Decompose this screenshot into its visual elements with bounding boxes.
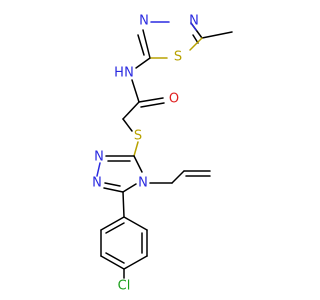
atom-thioether-s: S <box>134 129 142 144</box>
bond-n1-c5-double <box>104 182 121 187</box>
atom-chlorine: Cl <box>118 279 131 294</box>
bond-n4-c3 <box>133 155 143 173</box>
bond-ph-6b <box>105 222 125 234</box>
bond-c5-phenyl <box>122 191 125 218</box>
bond-allyl-ch <box>171 170 185 184</box>
atom-amide-n: N <box>124 66 134 81</box>
bond-ph-4b <box>105 252 125 264</box>
atom-triazole-n4: N <box>138 176 148 191</box>
bond-n1-c5 <box>103 187 124 193</box>
bond-ph-4 <box>100 255 125 270</box>
bond-methyl <box>201 31 233 39</box>
atom-thiadiazole-s: S <box>174 50 182 65</box>
atom-thiadiazole-n2: N <box>139 14 149 29</box>
bond-carbonyl-ch2 <box>122 101 140 120</box>
bond-n3-c2 <box>142 29 151 59</box>
atom-amide-o: O <box>169 92 179 107</box>
bond-c5-n4 <box>122 183 137 193</box>
atom-thiadiazole-n1: N <box>189 14 199 29</box>
structure-drawing: N N S N H O S N N N Cl <box>92 14 233 294</box>
bond-c5-n4-double <box>192 34 199 44</box>
bond-n3-c2-double <box>137 34 145 56</box>
bond-s-c3 <box>133 141 139 157</box>
bond-s1-c5 <box>189 37 203 51</box>
bond-carbonyl-o-double <box>140 102 165 108</box>
molecule-canvas: N N S N H O S N N N Cl <box>92 14 233 294</box>
atom-triazole-n1: N <box>94 150 104 165</box>
bond-namide-carbonyl <box>131 79 140 103</box>
bond-c5-n4-half <box>190 22 197 31</box>
bond-ph-3 <box>123 255 148 270</box>
atom-amide-h: H <box>114 66 124 81</box>
atom-triazole-n2: N <box>92 176 102 191</box>
bond-carbonyl-o <box>138 97 164 103</box>
bond-n2-n1 <box>96 162 101 177</box>
bond-ph-6 <box>100 216 125 231</box>
bond-c2-n-amide <box>135 57 151 69</box>
bond-ch2-s <box>122 118 133 132</box>
bond-ph-1 <box>123 216 148 231</box>
